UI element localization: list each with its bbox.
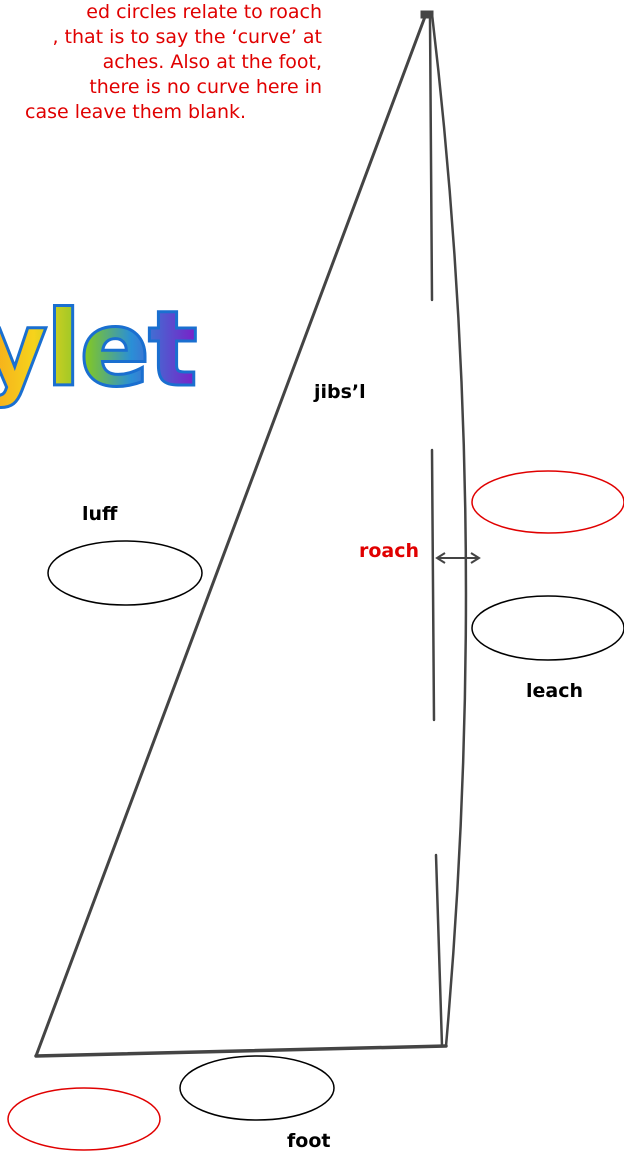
leach-answer-circle[interactable] [472,596,624,660]
luff-answer-circle[interactable] [48,541,202,605]
leach-label: leach [526,680,583,702]
roach-arrow [437,553,479,563]
logo-text: ylet [0,288,196,410]
sail-foot-edge [36,1046,446,1056]
foot-answer-circle[interactable] [180,1056,334,1120]
sail-head [421,11,433,18]
luff-label: luff [82,503,118,525]
sail-outline [36,11,466,1056]
logo: ylet [0,288,196,410]
foot-roach-answer-circle[interactable] [8,1088,160,1150]
sail-name-label: jibs’l [313,381,366,403]
foot-label: foot [287,1130,330,1152]
roach-label: roach [359,540,419,562]
sail-luff-edge [36,14,426,1056]
roach-answer-circle[interactable] [472,471,624,533]
sail-batten-line [430,18,442,1046]
